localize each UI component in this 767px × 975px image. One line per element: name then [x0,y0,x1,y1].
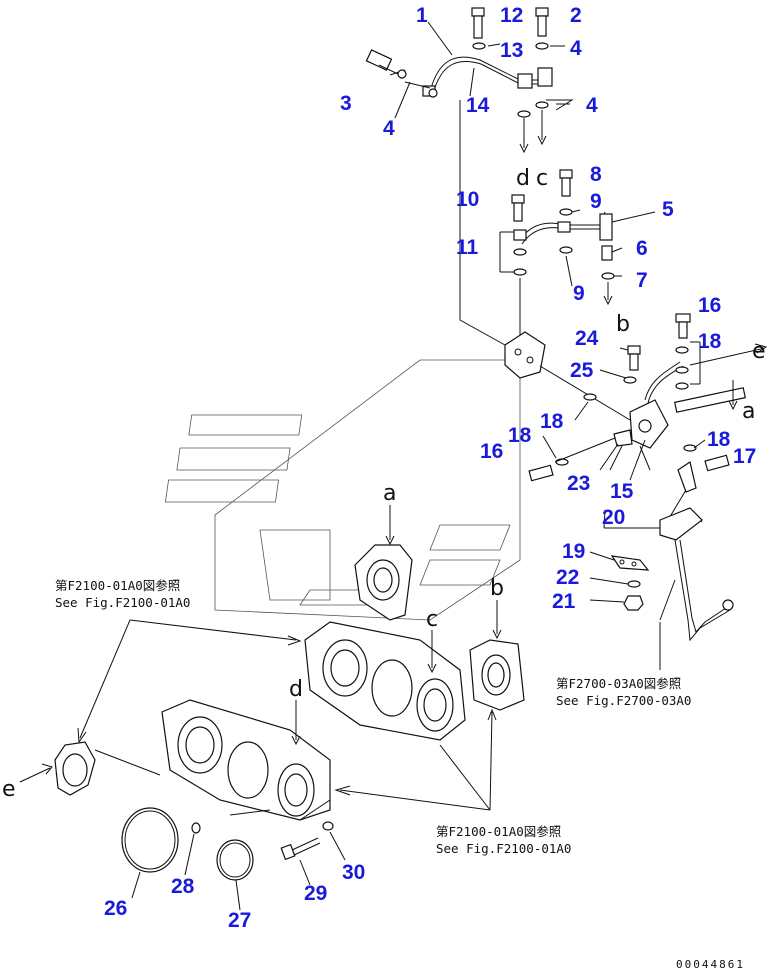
part-number[interactable]: 1 [416,4,428,27]
arrow-label-a-lower: a [383,481,396,506]
arrow-letters: d c b e a a b c d e [2,166,766,802]
part-number[interactable]: 26 [104,897,127,920]
reference-leaders [77,619,661,811]
part-number[interactable]: 29 [304,882,327,905]
part-number[interactable]: 7 [636,269,648,292]
document-number: 00044861 [676,958,745,971]
part-number[interactable]: 27 [228,909,251,932]
part-number[interactable]: 28 [171,875,195,898]
part-number[interactable]: 15 [610,480,634,503]
reference-text-en: See Fig.F2100-01A0 [436,841,571,856]
part-number[interactable]: 4 [383,117,395,140]
arrow-label-c: c [536,166,548,191]
valve-linkage [504,313,767,642]
part-number[interactable]: 25 [570,359,594,382]
part-number[interactable]: 17 [733,445,756,468]
part-number[interactable]: 14 [466,94,490,117]
part-number[interactable]: 24 [575,327,599,350]
middle-hose-assembly [511,169,615,335]
part-number[interactable]: 9 [590,190,602,213]
part-number[interactable]: 16 [698,294,721,317]
part-number[interactable]: 18 [698,330,722,353]
part-number[interactable]: 2 [570,4,582,27]
arrow-label-a: a [742,399,755,424]
part-number[interactable]: 20 [602,506,625,529]
reference-text-jp: 第F2100-01A0図参照 [436,824,561,839]
machine-outline [164,359,521,621]
part-number[interactable]: 18 [508,424,532,447]
reference-text-jp: 第F2100-01A0図参照 [55,578,180,593]
arrow-label-e: e [752,339,766,364]
part-number[interactable]: 13 [500,39,523,62]
arrow-label-d: d [516,166,530,191]
label-leaders [131,21,706,911]
part-number[interactable]: 30 [342,861,365,884]
reference-text-en: See Fig.F2100-01A0 [55,595,190,610]
figure-references: 第F2100-01A0図参照 See Fig.F2100-01A0 第F2700… [55,578,691,856]
part-number[interactable]: 21 [552,590,576,613]
part-numbers: 1 2 3 4 4 4 5 6 7 8 9 9 10 11 12 13 14 1… [104,4,756,932]
arrow-label-d-lower: d [289,677,303,702]
part-number[interactable]: 4 [570,37,582,60]
part-number[interactable]: 23 [567,472,590,495]
housing-assembly [19,505,525,881]
part-number[interactable]: 6 [636,237,648,260]
arrow-label-b-lower: b [490,576,504,601]
arrow-label-c-lower: c [426,607,438,632]
part-number[interactable]: 18 [540,410,564,433]
reference-text-jp: 第F2700-03A0図参照 [556,676,681,691]
arrow-label-e-lower: e [2,777,16,802]
upper-hose-assembly [365,7,574,346]
part-number[interactable]: 3 [340,92,352,115]
part-number[interactable]: 18 [707,428,731,451]
part-number[interactable]: 11 [456,236,479,259]
reference-text-en: See Fig.F2700-03A0 [556,693,691,708]
part-number[interactable]: 19 [562,540,585,563]
part-number[interactable]: 22 [556,566,579,589]
part-number[interactable]: 5 [662,198,674,221]
part-number[interactable]: 12 [500,4,523,27]
part-number[interactable]: 9 [573,282,585,305]
part-number[interactable]: 10 [456,188,479,211]
part-number[interactable]: 4 [586,94,598,117]
part-number[interactable]: 16 [480,440,503,463]
part-number[interactable]: 8 [590,163,602,186]
arrow-label-b: b [616,312,630,337]
